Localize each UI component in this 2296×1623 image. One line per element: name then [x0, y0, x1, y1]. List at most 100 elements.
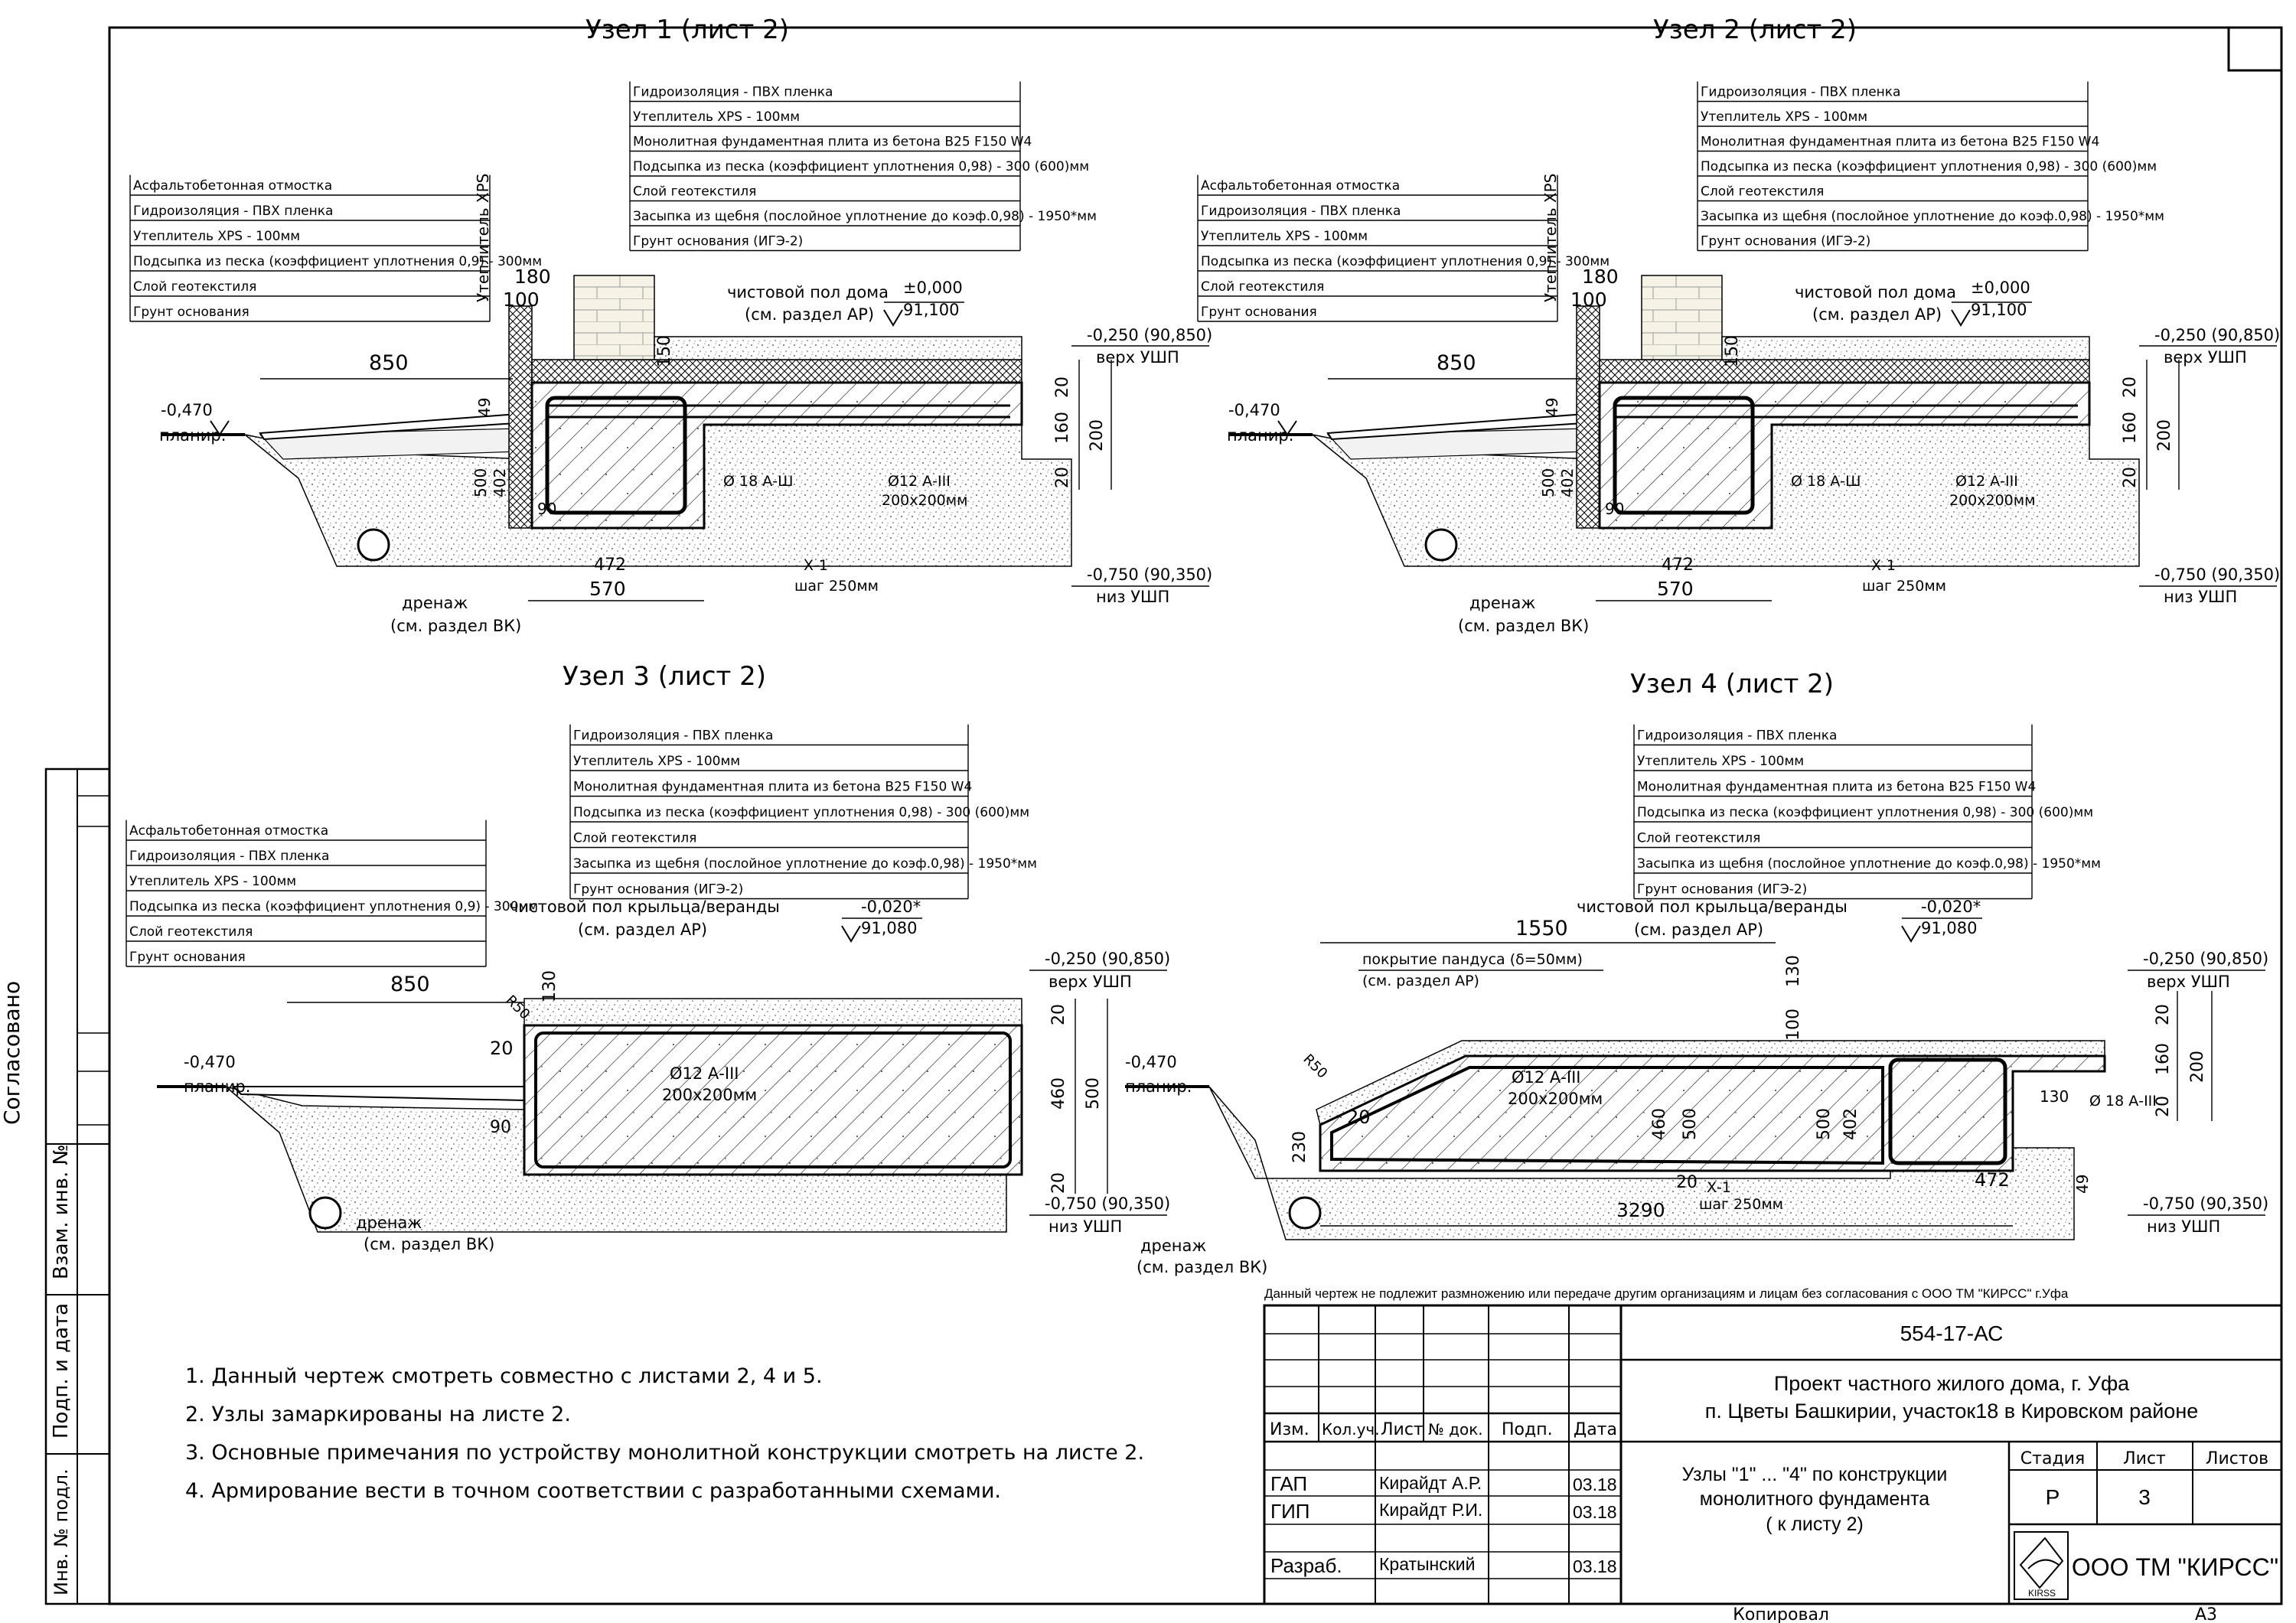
dim-r50: R50	[1300, 1051, 1330, 1082]
rebar-cage	[545, 396, 687, 515]
col-doc: № док.	[1428, 1420, 1483, 1439]
blind-layer-4: Слой геотекстиля	[129, 924, 253, 940]
top-layer-2: Монолитная фундаментная плита из бетона …	[633, 135, 1032, 150]
blind-layer-5: Грунт основания	[129, 950, 246, 965]
drain-ref: (см. раздел ВК)	[364, 1235, 494, 1253]
top-layer-0: Гидроизоляция - ПВХ пленка	[1701, 85, 1900, 100]
blind-layer-5: Грунт основания	[133, 305, 249, 320]
clamp: Х-1	[1871, 557, 1896, 574]
copied-label: Копировал	[1733, 1605, 1829, 1623]
dim-570: 570	[589, 578, 626, 600]
drain-ref: (см. раздел ВК)	[390, 617, 521, 635]
dim-570: 570	[1657, 578, 1694, 600]
dim-200: 200	[1088, 419, 1107, 451]
top-layer-2: Монолитная фундаментная плита из бетона …	[573, 780, 972, 795]
foundation-concrete	[530, 381, 1023, 530]
dim-500b: 500	[1815, 1108, 1834, 1140]
blind-layer-2: Утеплитель XPS - 100мм	[129, 874, 296, 889]
note-3: 3. Основные примечания по устройству мон…	[185, 1441, 1144, 1465]
node-title: Узел 1 (лист 2)	[585, 15, 789, 45]
dim-20a: 20	[1049, 1004, 1068, 1025]
bot-ushp-label: низ УШП	[2147, 1217, 2220, 1236]
row-gap-role: ГАП	[1270, 1472, 1307, 1495]
sheet-value: 3	[2138, 1485, 2151, 1509]
top-layer-4: Слой геотекстиля	[573, 831, 696, 846]
top-layer-5: Засыпка из щебня (послойное уплотнение д…	[633, 209, 1097, 224]
stage-value: Р	[2046, 1485, 2060, 1509]
clamp-step: шаг 250мм	[1699, 1196, 1783, 1213]
blind-layer-5: Грунт основания	[1201, 305, 1317, 320]
dim-402: 402	[1841, 1108, 1861, 1140]
plan-mark: -0,470	[161, 401, 213, 419]
side-swap-inv: Взам. инв. №	[50, 1144, 73, 1279]
dim-49: 49	[475, 398, 494, 417]
company-name: ООО ТМ "КИРСС"	[2072, 1553, 2278, 1581]
xps-insulation	[508, 305, 533, 529]
dim-160: 160	[2154, 1043, 2173, 1075]
drain-ref: (см. раздел ВК)	[1458, 617, 1589, 635]
mark-zero: -0,020*	[1921, 898, 1981, 916]
top-layer-2: Монолитная фундаментная плита из бетона …	[1637, 780, 2036, 795]
project-line1: Проект частного жилого дома, г. Уфа	[1774, 1372, 2130, 1395]
dim-402: 402	[1558, 468, 1577, 497]
xps-side-label: Утеплитель XPS	[474, 174, 492, 302]
dim-850: 850	[1437, 351, 1476, 375]
project-line2: п. Цветы Башкирии, участок18 в Кировском…	[1705, 1400, 2199, 1423]
dim-3290: 3290	[1616, 1199, 1665, 1221]
top-layer-1: Утеплитель XPS - 100мм	[1637, 754, 1804, 769]
foundation-concrete	[1319, 1054, 2106, 1172]
sheet-title-2: монолитного фундамента	[1700, 1488, 1930, 1510]
side-sign-date: Подп. и дата	[50, 1303, 73, 1439]
top-layer-2: Монолитная фундаментная плита из бетона …	[1701, 135, 2099, 150]
doc-code: 554-17-АС	[1900, 1322, 2004, 1345]
drain-ref: (см. раздел ВК)	[1137, 1258, 1267, 1276]
dim-472: 472	[1975, 1169, 2010, 1191]
top-layer-0: Гидроизоляция - ПВХ пленка	[1637, 728, 1837, 744]
rebar-2-grid: 200х200мм	[1508, 1090, 1603, 1108]
dim-472: 472	[1662, 556, 1694, 575]
top-layer-6: Грунт основания (ИГЭ-2)	[573, 882, 743, 898]
bot-ushp-label: низ УШП	[1049, 1217, 1122, 1236]
top-layer-5: Засыпка из щебня (послойное уплотнение д…	[573, 856, 1037, 872]
rebar-2-grid: 200х200мм	[882, 492, 967, 509]
dim-20a: 20	[1053, 376, 1072, 398]
top-ushp-mark: -0,250 (90,850)	[1045, 950, 1170, 968]
xps-insulation	[1576, 305, 1600, 529]
plan-label: планир.	[184, 1077, 250, 1096]
blind-layer-0: Асфальтобетонная отмостка	[1201, 178, 1400, 194]
logo-text: KIRSS	[2028, 1588, 2056, 1599]
sheet-title-3: ( к листу 2)	[1766, 1514, 1864, 1535]
sheets-header: Листов	[2206, 1449, 2268, 1468]
dim-180: 180	[514, 266, 551, 288]
col-podp: Подп.	[1502, 1420, 1553, 1439]
copyright-note: Данный чертеж не подлежит размножению ил…	[1264, 1286, 2069, 1301]
blind-layer-2: Утеплитель XPS - 100мм	[133, 229, 300, 244]
dim-200: 200	[2155, 419, 2174, 451]
rebar-2: Ø12 А-III	[670, 1064, 739, 1083]
dim-90: 90	[1605, 500, 1624, 518]
bot-ushp-label: низ УШП	[1096, 588, 1169, 606]
row-gip-date: 03.18	[1573, 1502, 1617, 1522]
drain-pipe-icon	[1424, 528, 1458, 562]
mark-zero: -0,020*	[861, 898, 921, 916]
clamp-step: шаг 250мм	[794, 578, 879, 595]
dim-20b: 20	[1049, 1172, 1068, 1194]
mark-abs: 91,080	[861, 919, 917, 937]
blind-layer-2: Утеплитель XPS - 100мм	[1201, 229, 1368, 244]
kirss-logo-icon: KIRSS	[2014, 1531, 2069, 1600]
dim-500: 500	[471, 468, 490, 497]
dim-20a: 20	[2121, 376, 2140, 398]
dim-1550: 1550	[1515, 917, 1568, 940]
floor-ref: (см. раздел АР)	[1812, 305, 1942, 324]
dim-460: 460	[1049, 1077, 1068, 1110]
col-list: Лист	[1381, 1420, 1424, 1439]
top-layer-6: Грунт основания (ИГЭ-2)	[633, 234, 803, 249]
floor-label: чистовой пол дома	[1795, 283, 1956, 301]
rebar-2-grid: 200х200мм	[1949, 492, 2035, 509]
clamp-step: шаг 250мм	[1862, 578, 1946, 595]
ramp-label: покрытие пандуса (δ=50мм)	[1362, 951, 1583, 968]
node-4: Узел 4 (лист 2)Гидроизоляция - ПВХ пленк…	[1125, 669, 2268, 1276]
top-layer-4: Слой геотекстиля	[1637, 831, 1760, 846]
foundation-concrete	[1598, 381, 2091, 530]
drain-label: дренаж	[1140, 1237, 1206, 1255]
